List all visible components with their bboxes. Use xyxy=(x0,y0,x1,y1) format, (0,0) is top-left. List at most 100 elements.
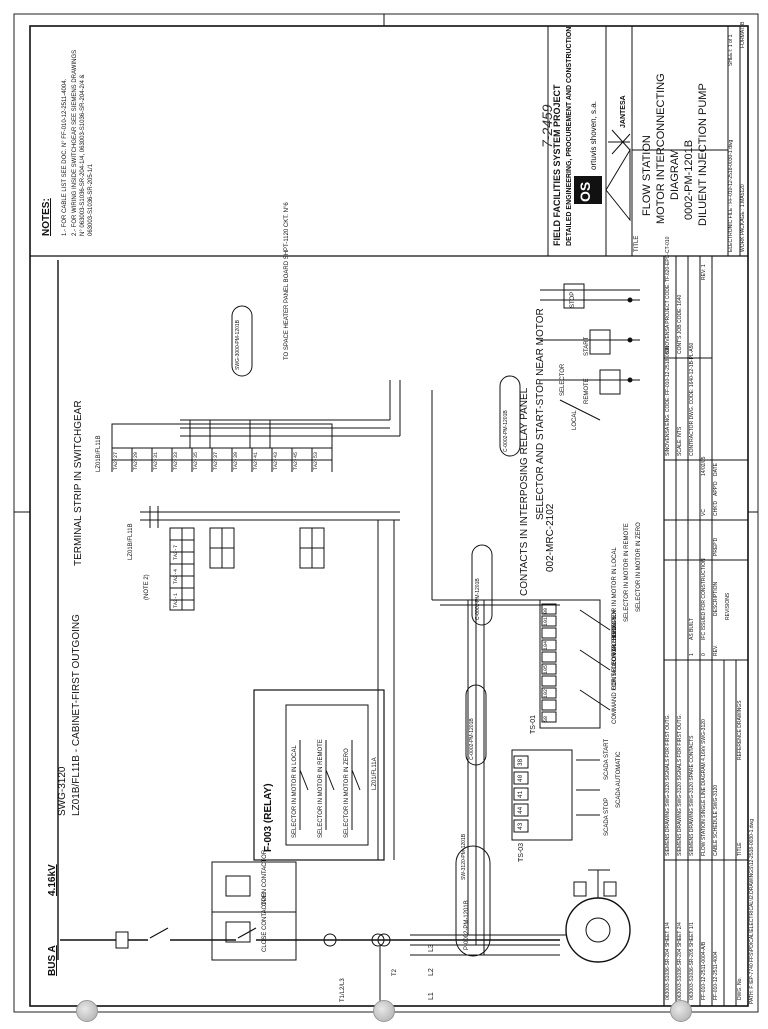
heater-note: TO SPACE HEATER PANEL BOARD SHPT-1120 CK… xyxy=(284,202,290,360)
phase-label: L2 xyxy=(428,968,435,976)
revision-chk: VC xyxy=(701,509,707,516)
terminal-number: 105 xyxy=(543,664,549,674)
reference-title: FLOW STATION SINGLE LINE DIAGRAM 4.16kV … xyxy=(701,719,707,856)
ts03-label: TS-03 xyxy=(518,842,525,862)
relay-contact-label: SELECTOR IN MOTOR IN LOCAL xyxy=(292,745,298,838)
ts03-signal: SCADA START xyxy=(604,738,610,780)
reference-header: TITLE xyxy=(737,842,743,856)
cable-tag-label: C-0002-PM-1201B xyxy=(503,410,509,452)
interposing-title: CONTACTS IN INTERPOSING RELAY PANEL xyxy=(519,387,530,596)
contactor-box xyxy=(211,861,297,961)
note-line: 063003-S1036-SR-205-1/1 xyxy=(88,163,94,236)
ts03-signal: SCADA AUTOMATIC xyxy=(616,751,622,808)
interposing-id: 002-MRC-2102 xyxy=(545,503,556,572)
title-line: DILUENT INJECTION PUMP xyxy=(697,83,709,226)
relay-id: LZ01/FL11A xyxy=(372,757,378,790)
switchgear-label: SWG-3120 xyxy=(57,766,68,816)
cable-tag-label: C-0002-PM-1201B xyxy=(469,718,475,760)
ct-label: T1/L2/L3 xyxy=(340,978,346,1002)
selector-contact: STOP xyxy=(570,291,576,308)
terminal-number: 41 xyxy=(517,790,524,798)
relay-contact-label: SELECTOR IN MOTOR IN ZERO xyxy=(344,748,350,838)
title-line: DIAGRAM xyxy=(669,148,681,200)
motor-symbol xyxy=(565,897,631,963)
strip-left-id: LZ01B/FL11B xyxy=(128,523,134,560)
cabinet-label: LZ01B/FL11B - CABINET-FIRST OUTGOING xyxy=(71,614,82,816)
terminal-number: 104 xyxy=(543,640,549,650)
format-label: FORMAT: B xyxy=(740,21,746,48)
ts03-box xyxy=(511,749,573,841)
note-line: 2.- FOR WIRING INSIDE SWITCHGEAR SEE SIE… xyxy=(72,49,78,236)
binder-hole-icon xyxy=(373,1000,395,1022)
file-path: PATH: F:\EP-7740 FFS\PDICAL\ELECTRICAL\I… xyxy=(749,819,755,1004)
relay-title: F-003 (RELAY) xyxy=(263,783,274,852)
voltage-label: 4.16kV xyxy=(47,864,58,896)
terminal-number: 101 xyxy=(543,616,549,626)
relay-contact-label: SELECTOR IN MOTOR IN REMOTE xyxy=(318,739,324,838)
breaker-symbol xyxy=(115,931,129,949)
ts01-label: TS-01 xyxy=(530,714,537,734)
company-logo: OS xyxy=(577,181,593,202)
cable-tag-label: SW-3120-PM-1201B xyxy=(461,833,467,880)
title-line: FLOW STATION xyxy=(641,135,653,216)
reference-dwg: 063003-S1036-SR-204 SHEET 1/4 xyxy=(665,922,671,1000)
company-name: ortuvis shoven, s.a. xyxy=(589,101,598,170)
selector-contact: LOCAL xyxy=(572,410,578,430)
company-logo-box xyxy=(574,176,602,204)
title-label: TITLE xyxy=(634,235,640,252)
terminal-strip-title: TERMINAL STRIP IN SWITCHGEAR xyxy=(73,400,84,566)
terminal-number: 40 xyxy=(517,774,524,782)
revision-rev: 0 xyxy=(701,653,707,656)
t2-label: T2 xyxy=(392,968,398,976)
revision-header: CHK'D xyxy=(713,500,719,516)
code-cell: CONTRACTOR DWG. CODE: 1640-12-1B-PL-A50 xyxy=(689,342,695,456)
reference-dwg: 063003-S1036-SR-204 SHEET 2/4 xyxy=(677,922,683,1000)
terminal-number: 102 xyxy=(543,688,549,698)
strip-terminal: TA2-27 xyxy=(113,451,119,470)
phase-label: L3 xyxy=(428,944,435,952)
strip-terminal: TA2-43 xyxy=(273,451,279,470)
terminal-number: 38 xyxy=(517,758,524,766)
binder-hole-icon xyxy=(670,1000,692,1022)
selector-contact: SELECTOR xyxy=(560,363,566,396)
reference-title: SIEMENS DRAWING SWG-3120 SIGNALS FOR FIR… xyxy=(665,714,671,856)
note-line: N° 063003-S1036-SR-204-1/4, 063003-S1036… xyxy=(80,74,86,236)
strip-terminal: TA2-41 xyxy=(253,451,259,470)
revision-header: REV. xyxy=(713,644,719,656)
reference-title: CABLE SCHEDULE SWG-3120 xyxy=(713,784,719,856)
revision-rev: 1 xyxy=(689,653,695,656)
partner-logo xyxy=(608,129,631,155)
contactor-close-label: CLOSE CONTACTOR xyxy=(262,892,268,952)
ct-symbol xyxy=(323,933,337,947)
electronic-file: ELECTRONIC FILE : FF-010-12-2518-0030-1.… xyxy=(728,139,734,252)
strip-terminal: TA2-33 xyxy=(173,451,179,470)
revision-header: APP'D xyxy=(713,481,719,496)
strip-terminal: TA2-39 xyxy=(233,451,239,470)
strip-right-id: LZ01B/FL11B xyxy=(96,435,102,472)
strip-terminal: TA2-7 xyxy=(173,544,179,560)
revisions-label: REVISIONS xyxy=(725,592,731,620)
revision-desc: IFC ISSUED FOR CONSTRUCTION xyxy=(701,558,707,640)
reference-title: SIEMENS DRAWING SWG-3120 SPARE CONTACTS xyxy=(689,735,695,856)
reference-dwg: 063003-S1036-SR-205 SHEET 1/1 xyxy=(689,922,695,1000)
revision-header: DATE xyxy=(713,463,719,476)
references-label: REFERENCE DRAWINGS xyxy=(737,700,743,760)
ts01-signal: SELECTOR IN MOTOR IN REMOTE xyxy=(624,523,630,622)
code-cell: SCALE: NTS xyxy=(677,426,683,456)
project-subtitle: DETAILED ENGINEERING, PROCUREMENT AND CO… xyxy=(566,26,573,246)
note-line: 1.- FOR CABLE LIST SEE DOC. N° FF-010-12… xyxy=(62,78,68,236)
code-cell: REV: 1 xyxy=(701,264,707,280)
ts03-signal: SCADA STOP xyxy=(604,797,610,836)
terminal-number: 99 xyxy=(543,607,549,614)
reference-dwg: FF-010-12-2511-0004-A/B xyxy=(701,941,707,1000)
reference-dwg: FF-010-12-2511-4004 xyxy=(713,951,719,1000)
code-cell: SINOVENSA ENG. CODE: FF-010-12-2518-0030 xyxy=(665,345,671,456)
handwritten-ref: 7-2459 xyxy=(539,104,555,148)
strip-terminal: TA2-29 xyxy=(133,451,139,470)
strip-terminal: TA2-53 xyxy=(313,451,319,470)
title-line: 0002-PM-1201B xyxy=(683,139,695,220)
bus-label: BUS A xyxy=(47,945,58,976)
terminal-number: 44 xyxy=(517,806,524,814)
